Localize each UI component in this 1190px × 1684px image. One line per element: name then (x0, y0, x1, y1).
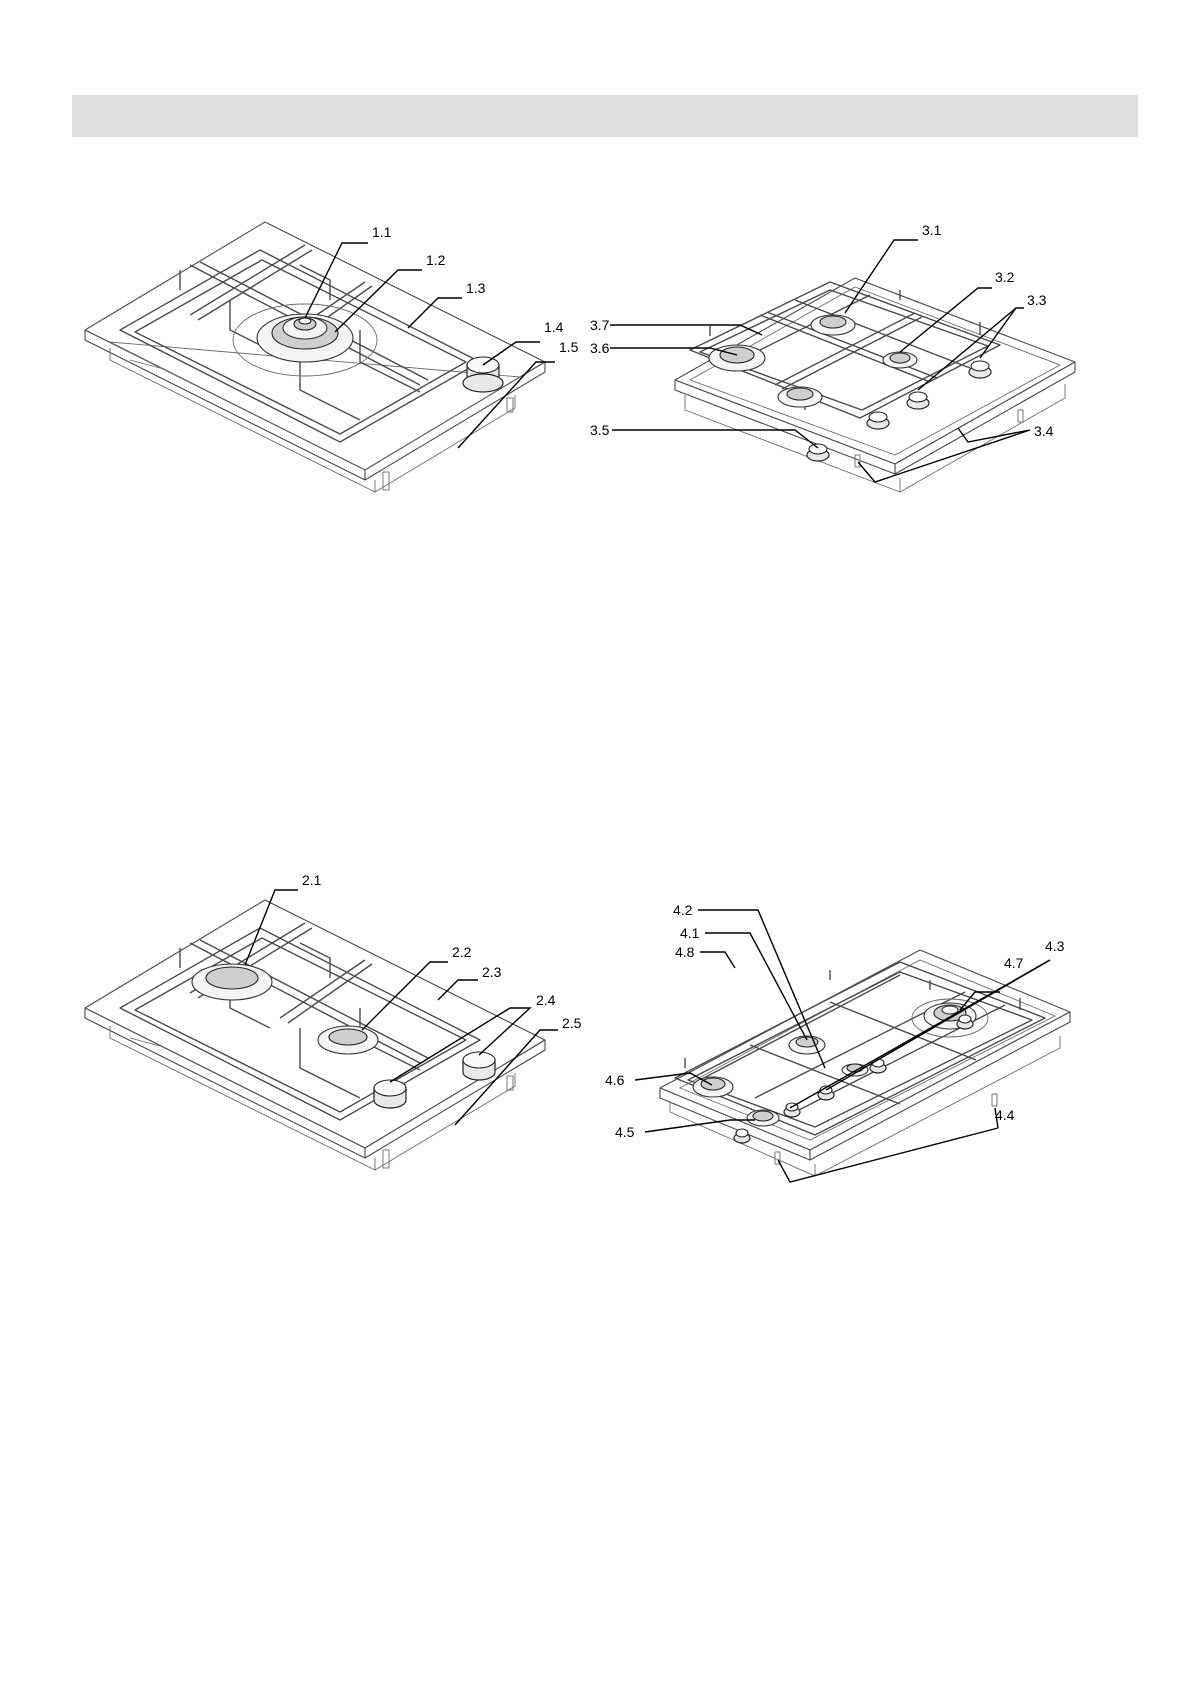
leader-2-4 (389, 1007, 532, 1083)
leader-4-2 (698, 909, 826, 1069)
callout-4-5: 4.5 (615, 1124, 635, 1140)
callout-3-6: 3.6 (590, 340, 610, 356)
callout-2-2: 2.2 (452, 944, 472, 960)
burner-semi-rapid-front (777, 386, 823, 408)
callout-4-1: 4.1 (680, 925, 700, 941)
burner-rapid (708, 344, 766, 372)
knob-1 (733, 1128, 751, 1144)
leader-4-5 (644, 1119, 755, 1133)
callout-4-2: 4.2 (673, 902, 693, 918)
callout-2-5: 2.5 (562, 1015, 582, 1031)
callout-2-3: 2.3 (482, 964, 502, 980)
leader-3-6 (610, 347, 738, 356)
header-bar (72, 95, 1138, 137)
burners (191, 963, 379, 1055)
hob-body (84, 899, 546, 1171)
leader-1-2 (334, 269, 422, 333)
knob-3 (906, 391, 930, 410)
leader-2-1 (244, 889, 298, 966)
leader-4-1 (705, 932, 808, 1041)
leader-3-2 (899, 287, 992, 353)
leader-3-4a (857, 429, 1031, 483)
callout-1-2: 1.2 (426, 252, 446, 268)
leader-1-4 (482, 341, 540, 366)
diagram-2-two-burner-hob: 2.1 2.2 2.3 2.4 2.5 (0, 850, 600, 1250)
diagram-4-five-burner-hob: 4.1 4.2 4.3 4.4 4.5 4.6 4.7 4.8 (600, 880, 1190, 1260)
pan-support (119, 922, 481, 1121)
callout-3-5: 3.5 (590, 422, 610, 438)
leader-2-3 (437, 979, 478, 1001)
callout-3-7: 3.7 (590, 317, 610, 333)
knob-2 (783, 1102, 801, 1118)
burner-rear-left (788, 1035, 826, 1055)
leader-3-4b (957, 427, 1031, 443)
leader-1-1 (304, 242, 368, 319)
control-knobs (733, 1014, 974, 1144)
leader-3-1 (844, 239, 918, 314)
callout-3-3: 3.3 (1027, 292, 1047, 308)
burner-rear (191, 963, 273, 1001)
callout-1-1: 1.1 (372, 224, 392, 240)
leader-1-5 (457, 361, 555, 449)
burner-front-left (746, 1109, 780, 1127)
diagram-3-four-burner-hob: 3.1 3.2 3.3 3.4 3.5 3.6 3.7 (590, 0, 1190, 560)
leader-4-7 (959, 991, 1000, 1011)
callout-4-3: 4.3 (1045, 938, 1065, 954)
knob-rear (462, 1051, 496, 1081)
callout-3-4: 3.4 (1034, 423, 1054, 439)
leader-3-3b (917, 307, 1017, 391)
callout-4-4: 4.4 (995, 1107, 1015, 1123)
callout-4-7: 4.7 (1004, 955, 1024, 971)
callout-2-1: 2.1 (302, 872, 322, 888)
knob-front (373, 1079, 407, 1109)
hob-body (674, 277, 1076, 493)
control-knob (462, 356, 504, 393)
callout-3-2: 3.2 (995, 269, 1015, 285)
leader-2-5 (454, 1029, 558, 1126)
diagram-1-single-burner-hob: 1.1 1.2 1.3 1.4 1.5 (0, 0, 600, 560)
knob-2 (866, 411, 890, 430)
burner-front (317, 1025, 379, 1055)
burner-auxiliary (882, 351, 918, 369)
knob-1 (806, 443, 830, 462)
burner-left (692, 1076, 734, 1098)
wok-burner (232, 303, 378, 377)
control-knobs (373, 1051, 496, 1109)
callout-4-8: 4.8 (675, 944, 695, 960)
leader-3-5 (612, 429, 819, 449)
knob-4 (968, 360, 992, 379)
callout-1-4: 1.4 (544, 319, 564, 335)
callout-1-5: 1.5 (559, 339, 579, 355)
leader-4-4a (777, 1127, 999, 1183)
callout-1-3: 1.3 (466, 280, 486, 296)
callout-2-4: 2.4 (536, 992, 556, 1008)
callout-3-1: 3.1 (922, 222, 942, 238)
leader-2-2 (361, 961, 448, 1031)
leader-1-3 (407, 297, 462, 329)
burners (692, 998, 989, 1127)
burner-semi-rapid-rear (810, 314, 856, 336)
knob-5 (956, 1014, 974, 1030)
leader-4-3b (825, 959, 1051, 1091)
callout-4-6: 4.6 (605, 1072, 625, 1088)
leader-4-6 (634, 1072, 713, 1086)
leader-3-7 (610, 324, 763, 336)
leader-4-8 (700, 951, 736, 969)
control-knobs (806, 360, 992, 462)
leader-4-4b (994, 1107, 999, 1129)
